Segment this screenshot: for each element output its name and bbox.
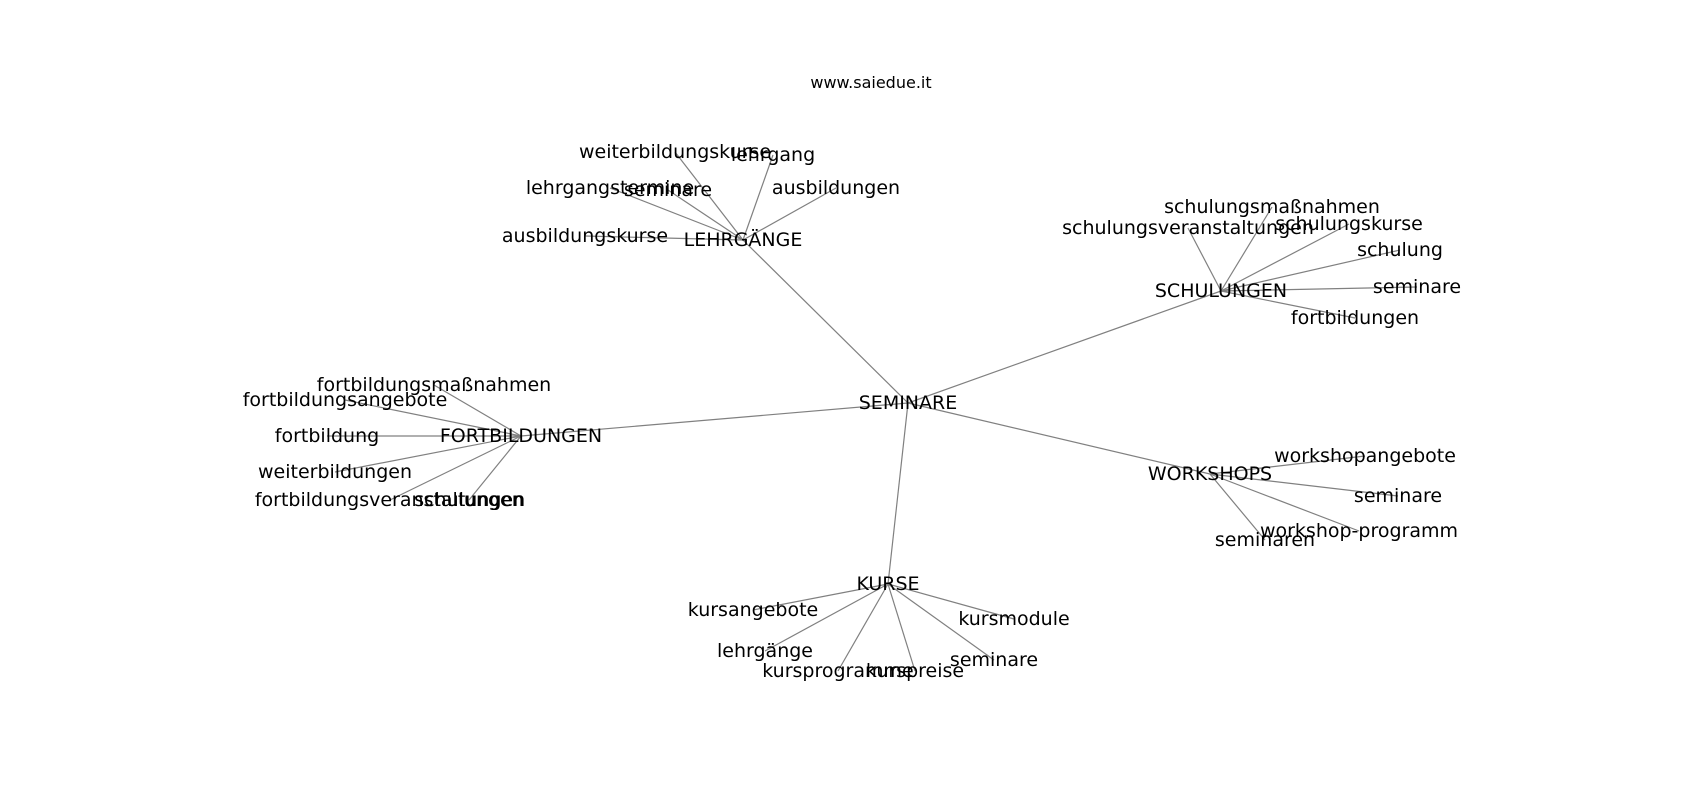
edge-hub-leaf [1220, 286, 1418, 292]
edge-hub-leaf [887, 583, 995, 661]
leaf-node: workshop-programm [1260, 520, 1458, 542]
edge-hub-leaf [742, 187, 837, 241]
hub-node: LEHRGÄNGE [684, 228, 803, 251]
edge-hub-leaf [752, 583, 889, 611]
leaf-node: seminare [1373, 276, 1461, 298]
edge-hub-leaf [1209, 473, 1360, 532]
leaf-node: fortbildungsmaßnahmen [317, 374, 551, 396]
edge-root-hub [520, 402, 909, 437]
edge-hub-leaf [1220, 290, 1356, 319]
edge-hub-leaf [887, 583, 1015, 620]
leaf-node: schulungen [414, 489, 524, 511]
edge-hub-leaf [334, 435, 522, 473]
edge-hub-leaf [468, 435, 522, 501]
edge-hub-leaf [667, 189, 744, 241]
leaf-node: fortbildungsangebote [243, 389, 448, 411]
leaf-node: fortbildungsveranstaltungen [255, 489, 525, 511]
leaf-node: ausbildungen [772, 177, 900, 199]
leaf-node: schulungsveranstaltungen [1062, 217, 1314, 239]
hub-node: KURSE [856, 573, 919, 595]
edge-hub-leaf [674, 151, 744, 241]
edge-hub-leaf [742, 154, 774, 241]
edge-hub-leaf [1209, 473, 1266, 541]
edge-root-hub [907, 402, 1211, 475]
leaf-node: schulung [1357, 239, 1443, 261]
leaf-node: kursangebote [688, 599, 818, 621]
hub-node: SCHULUNGEN [1155, 280, 1287, 302]
leaf-node: kursmodule [958, 608, 1069, 630]
leaf-node: seminaren [1215, 529, 1315, 551]
leaf-node: kursprogramme [762, 660, 913, 682]
edge-hub-leaf [389, 435, 522, 501]
leaf-node: lehrgang [731, 144, 815, 166]
leaf-node: weiterbildungen [258, 461, 412, 483]
edge-hub-leaf [1220, 249, 1401, 292]
hub-node: WORKSHOPS [1148, 463, 1272, 485]
edge-hub-leaf [1209, 455, 1366, 475]
leaf-node: weiterbildungskurse [579, 141, 771, 163]
leaf-node: lehrgänge [717, 640, 813, 662]
edge-hub-leaf [837, 583, 889, 672]
root-node: SEMINARE [859, 392, 957, 414]
diagram-title: www.saiedue.it [810, 73, 931, 92]
edge-root-hub [742, 239, 909, 404]
leaf-node: workshopangebote [1274, 445, 1456, 467]
leaf-node: ausbildungskurse [502, 225, 668, 247]
leaf-node: schulungskurse [1275, 213, 1423, 235]
edge-root-hub [907, 290, 1222, 404]
edges [327, 151, 1418, 672]
leaf-node: seminare [1354, 485, 1442, 507]
edge-hub-leaf [1209, 473, 1399, 497]
node-labels: SEMINARELEHRGÄNGEweiterbildungskurselehr… [243, 141, 1461, 682]
leaf-node: lehrgangstermine [526, 177, 694, 199]
leaf-node: fortbildung [275, 425, 379, 447]
leaf-node: seminare [624, 179, 712, 201]
leaf-node: schulungsmaßnahmen [1164, 196, 1380, 218]
leaf-node: kurspreise [866, 660, 964, 682]
hub-node: FORTBILDUNGEN [440, 425, 602, 447]
edge-hub-leaf [344, 399, 522, 437]
edge-hub-leaf [584, 235, 744, 241]
leaf-node: seminare [950, 649, 1038, 671]
edge-hub-leaf [1187, 227, 1222, 292]
edge-hub-leaf [764, 583, 889, 652]
edge-hub-leaf [1220, 223, 1350, 292]
edge-hub-leaf [433, 384, 522, 437]
edge-hub-leaf [609, 187, 744, 241]
leaf-node: fortbildungen [1291, 307, 1419, 329]
edge-root-hub [887, 402, 909, 585]
edge-hub-leaf [887, 583, 916, 672]
edge-hub-leaf [1220, 206, 1273, 292]
